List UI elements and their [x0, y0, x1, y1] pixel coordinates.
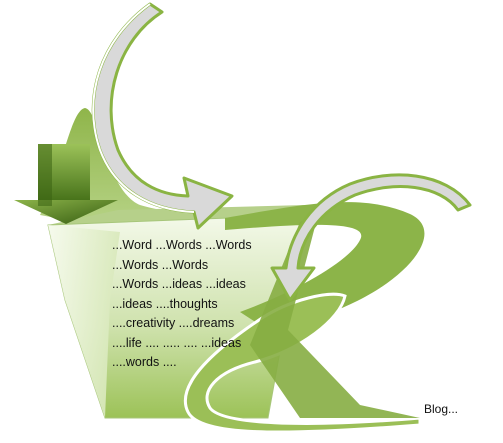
curved-arrow-top-band — [92, 3, 195, 213]
down-arrow-icon — [14, 144, 118, 224]
word-line: ...ideas ....thoughts — [112, 296, 218, 311]
blog-label: Blog... — [424, 402, 459, 416]
ribbon-lower — [183, 292, 422, 434]
word-line: ....words .... — [112, 355, 177, 369]
funnel-left-face — [48, 225, 120, 418]
curved-arrow-right — [270, 173, 472, 302]
word-line: ...Words ...ideas ...ideas — [112, 277, 246, 291]
word-line: ....life .... ..... .... ...ideas — [112, 335, 242, 350]
word-line: ....creativity ....dreams — [112, 316, 235, 330]
word-line: ...Words ...Words — [112, 257, 209, 272]
word-list: ...Word ...Words ...Words ...Words ...Wo… — [112, 236, 252, 373]
word-line: ...Word ...Words ...Words — [112, 238, 252, 252]
